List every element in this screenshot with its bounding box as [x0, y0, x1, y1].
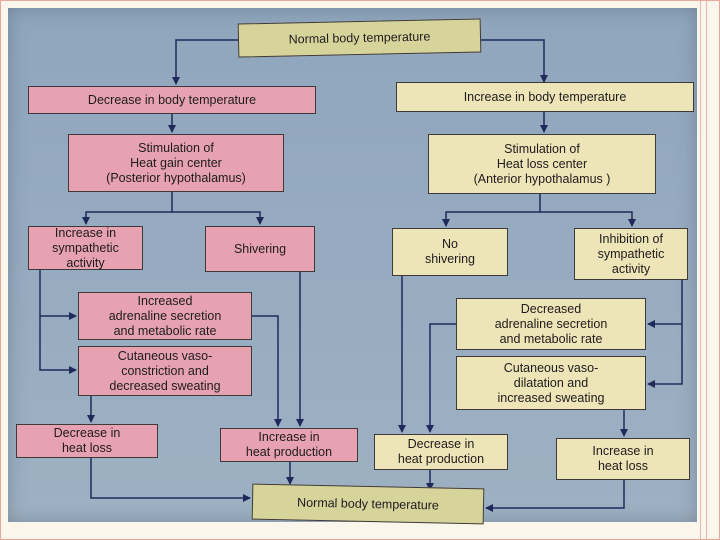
arrow-top-to-increase	[481, 39, 548, 83]
normal-temperature-bottom: Normal body temperature	[251, 483, 485, 525]
increase-sympathetic-activity: Increase in sympathetic activity	[28, 226, 143, 270]
arrow-gain-center-to-sympathetic	[82, 192, 173, 225]
arrow-inhibition-to-cutaneous	[647, 324, 683, 388]
cutaneous-vasoconstriction: Cutaneous vaso- constriction and decreas…	[78, 346, 252, 396]
shivering: Shivering	[205, 226, 315, 272]
arrow-inhibition-to-adrenaline	[647, 280, 683, 328]
arrow-gain-center-to-shivering	[172, 211, 264, 225]
arrow-heat-loss-to-normal	[90, 458, 251, 502]
frame-line	[700, 0, 701, 540]
increased-adrenaline-secretion: Increased adrenaline secretion and metab…	[78, 292, 252, 340]
increase-body-temperature: Increase in body temperature	[396, 82, 694, 112]
arrow-sympathetic-to-adrenaline	[39, 270, 77, 320]
arrow-adrenaline-to-heat-production	[252, 315, 282, 427]
arrow-loss-center-to-no-shivering	[442, 194, 541, 227]
no-shivering: No shivering	[392, 228, 508, 276]
decrease-heat-production: Decrease in heat production	[374, 434, 508, 470]
cutaneous-vasodilatation: Cutaneous vaso- dilatation and increased…	[456, 356, 646, 410]
frame-line	[706, 0, 707, 540]
arrow-loss-center-to-sympathetic	[540, 211, 636, 227]
heat-gain-center: Stimulation of Heat gain center (Posteri…	[68, 134, 284, 192]
arrow-sympathetic-to-cutaneous	[39, 316, 77, 374]
heat-loss-center: Stimulation of Heat loss center (Anterio…	[428, 134, 656, 194]
arrow-increase-heat-loss-to-normal	[485, 480, 625, 512]
arrow-top-to-decrease	[172, 39, 238, 85]
normal-temperature-top: Normal body temperature	[237, 18, 482, 58]
decrease-body-temperature: Decrease in body temperature	[28, 86, 316, 114]
arrow-adrenaline-to-decreased-production	[426, 323, 456, 433]
inhibition-sympathetic-activity: Inhibition of sympathetic activity	[574, 228, 688, 280]
increase-heat-loss: Increase in heat loss	[556, 438, 690, 480]
decrease-heat-loss: Decrease in heat loss	[16, 424, 158, 458]
increase-heat-production: Increase in heat production	[220, 428, 358, 462]
decreased-adrenaline-secretion: Decreased adrenaline secretion and metab…	[456, 298, 646, 350]
